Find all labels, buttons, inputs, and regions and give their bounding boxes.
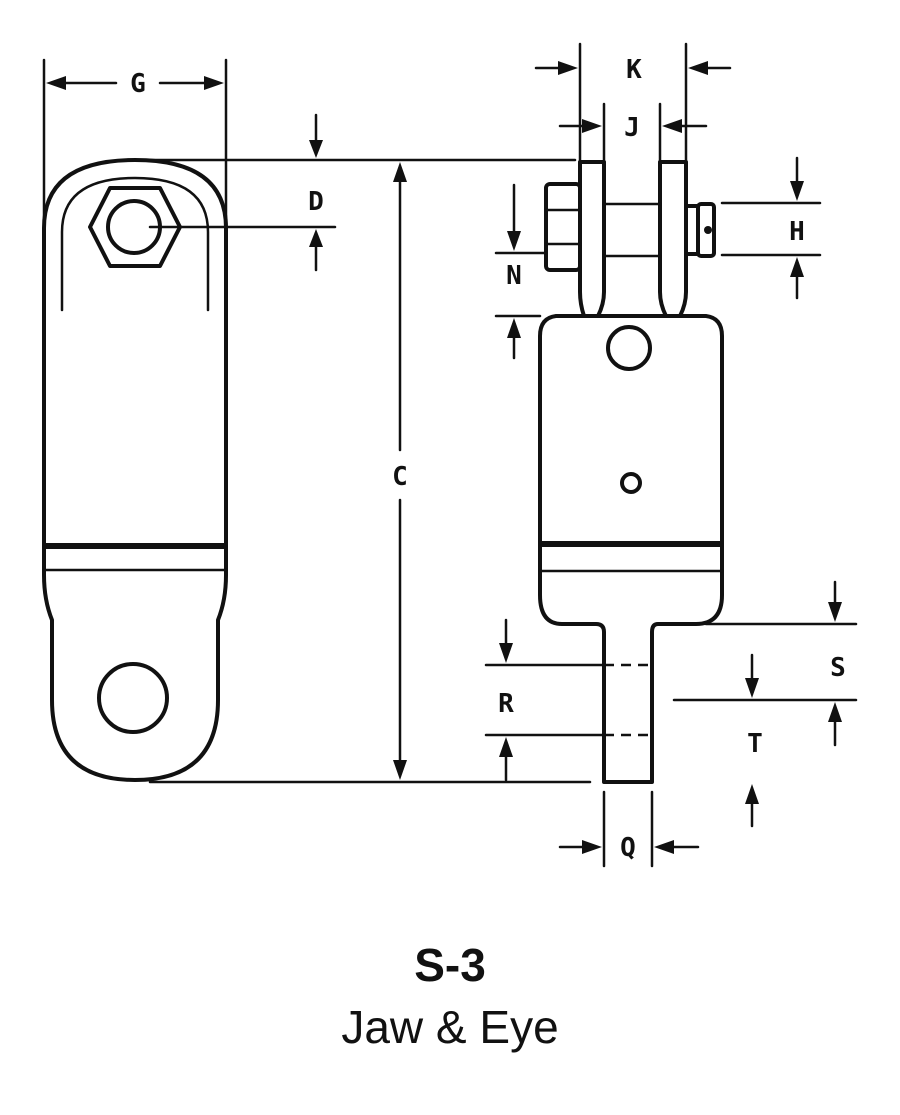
model-description: Jaw & Eye [341, 1001, 559, 1053]
dim-label-g: G [130, 69, 146, 99]
dim-label-q: Q [620, 833, 636, 863]
dim-label-h: H [789, 217, 805, 247]
dim-label-n: N [506, 261, 522, 291]
side-view [538, 160, 724, 784]
dim-label-t: T [747, 729, 763, 759]
dim-label-j: J [624, 113, 640, 143]
dim-label-k: K [626, 55, 642, 85]
jaw-and-eye-technical-drawing: G D C K J H N S R T Q [42, 42, 858, 868]
swivel-small-hole-icon [620, 472, 642, 494]
jaw-plate-right [658, 160, 688, 318]
dim-label-c: C [392, 462, 408, 492]
jaw-nut-icon [544, 182, 582, 272]
front-view [42, 158, 228, 782]
model-number: S-3 [414, 939, 486, 991]
dim-label-r: R [498, 689, 514, 719]
dim-label-s: S [830, 653, 846, 683]
caption: S-3 Jaw & Eye [0, 935, 900, 1059]
jaw-plate-left [578, 160, 606, 318]
eye-hole-icon [97, 662, 169, 734]
front-view-strap-line [60, 176, 210, 312]
dim-label-d: D [308, 187, 324, 217]
dimension-lines [42, 42, 858, 868]
side-view-body [538, 314, 724, 784]
dimension-labels: G D C K J H N S R T Q [130, 55, 846, 863]
swivel-hole-icon [606, 325, 652, 371]
